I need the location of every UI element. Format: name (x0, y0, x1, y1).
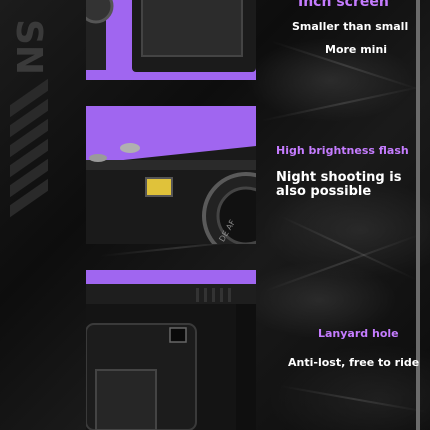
camera-screen-image (86, 0, 256, 80)
rail-letters-logo: SN (8, 19, 49, 75)
camera-lanyard-image (86, 270, 256, 430)
section1-line2: More mini (325, 43, 388, 56)
section2-line2: also possible (276, 184, 372, 199)
camera-body-lanyard-view (86, 284, 256, 430)
section1-title: Inch screen (298, 0, 389, 10)
section3-feature: Lanyard hole (318, 327, 399, 340)
section1-line1: Smaller than small (292, 20, 409, 33)
section3-line1: Anti-lost, free to ride (288, 356, 420, 369)
camera-body-flash-view: DE AF (86, 143, 256, 244)
rail-letters-text: SN (8, 19, 49, 75)
camera-body-screen-view (86, 0, 256, 72)
crease (279, 385, 428, 414)
flash-window-icon (145, 177, 173, 197)
crease (279, 215, 417, 281)
crease (264, 233, 421, 292)
left-rail: SN (0, 0, 62, 430)
lanyard-hole-icon (169, 327, 187, 343)
purple-backdrop (86, 270, 256, 288)
right-edge-bar (416, 0, 420, 430)
section2-line1: Night shooting is (276, 170, 402, 185)
camera-flash-image: DE AF (86, 106, 256, 244)
crease (259, 84, 427, 122)
section2-feature: High brightness flash (276, 144, 409, 157)
